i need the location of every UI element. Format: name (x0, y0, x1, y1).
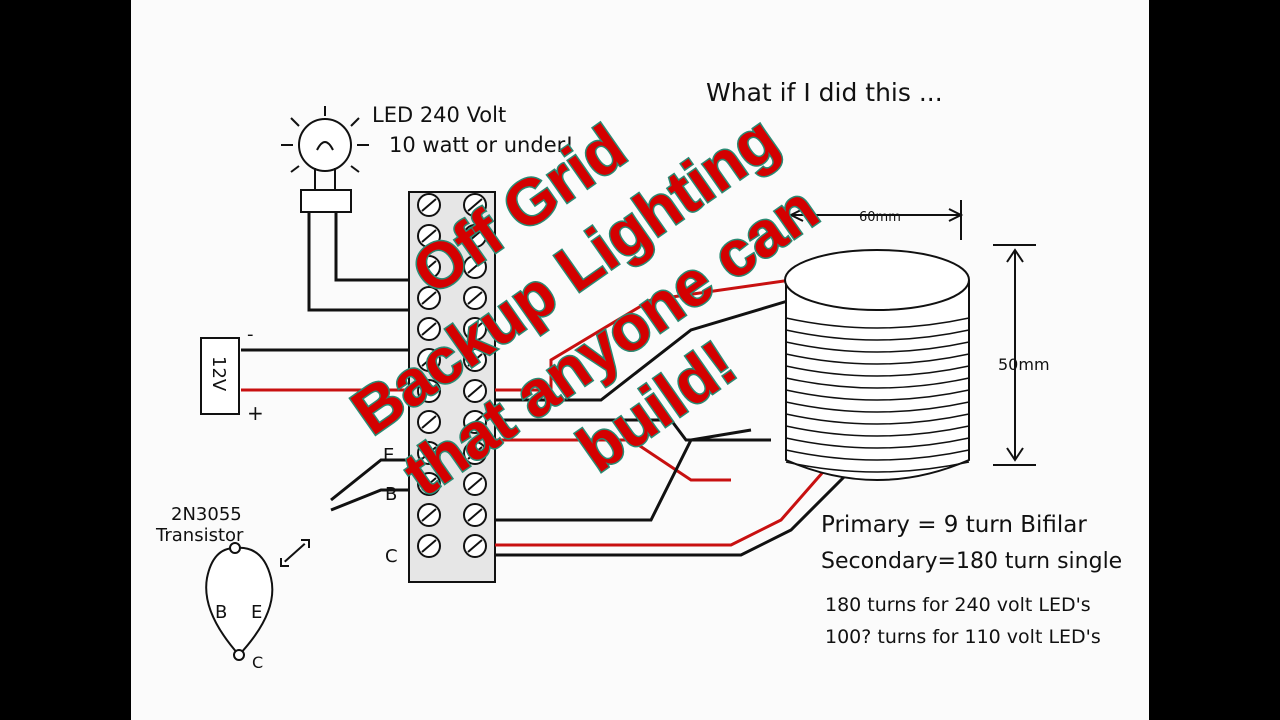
spec-line-2: Secondary=180 turn single (821, 549, 1122, 574)
battery-label: 12V (208, 356, 229, 392)
coil-winding (785, 461, 970, 473)
coil-winding (785, 329, 970, 341)
screw-slot (421, 384, 437, 398)
screw-slot (467, 322, 483, 336)
screw-slot (467, 415, 483, 429)
screw-slot (467, 384, 483, 398)
dimension-lines (788, 200, 1036, 466)
coil-windings (785, 317, 970, 473)
screw-slot (467, 229, 483, 243)
screw-slot (421, 353, 437, 367)
left-letterbox (0, 0, 131, 720)
screw-slot (467, 539, 483, 553)
transistor-model: 2N3055 (171, 504, 242, 525)
battery-positive: + (247, 401, 264, 425)
screw-slot (467, 260, 483, 274)
transistor-type: Transistor (155, 525, 244, 546)
led-spec-2: 10 watt or under! (389, 133, 574, 157)
screw-slot (421, 446, 437, 460)
screw-slot (467, 446, 483, 460)
screw-slot (421, 508, 437, 522)
transistor-pin-e: E (251, 602, 262, 623)
right-letterbox (1149, 0, 1280, 720)
coil-winding (785, 413, 970, 425)
note-top: What if I did this ... (706, 78, 943, 107)
led-spec-1: LED 240 Volt (372, 103, 506, 127)
sketch-svg: 12V - + 2N3055 Transistor B E C E B C Wh… (155, 78, 1122, 672)
screw-slot (421, 415, 437, 429)
screw-slot (467, 198, 483, 212)
bulb-icon (281, 106, 369, 213)
coil-winding (785, 425, 970, 437)
coil-winding (785, 341, 970, 353)
screw-slot (421, 229, 437, 243)
coil-winding (785, 377, 970, 389)
wiring (241, 212, 873, 557)
coil-winding (785, 317, 970, 329)
coil-winding (785, 353, 970, 365)
coil-winding (785, 389, 970, 401)
coil-winding (785, 437, 970, 449)
spec-line-3: 180 turns for 240 volt LED's (825, 594, 1091, 616)
spec-line-1: Primary = 9 turn Bifilar (821, 512, 1087, 538)
transformer-coil (784, 249, 970, 481)
terminal-screws (417, 193, 487, 558)
spec-line-4: 100? turns for 110 volt LED's (825, 626, 1101, 648)
screw-slot (467, 353, 483, 367)
screw-slot (467, 508, 483, 522)
screw-slot (467, 291, 483, 305)
battery-icon (200, 337, 240, 415)
screw-slot (421, 539, 437, 553)
transistor-pin-c: C (252, 653, 263, 672)
dimension-height-label: 50mm (998, 355, 1050, 374)
screw-slot (421, 198, 437, 212)
coil-winding (785, 449, 970, 461)
pin-label-b: B (385, 484, 397, 505)
coil-winding (785, 401, 970, 413)
pin-label-c: C (385, 546, 398, 567)
screw-slot (421, 477, 437, 491)
transistor-pin-b: B (215, 602, 227, 623)
screw-slot (421, 291, 437, 305)
dimension-width-label: 60mm (859, 210, 901, 225)
pin-label-e: E (383, 445, 394, 466)
screw-slot (467, 477, 483, 491)
terminal-block (408, 191, 496, 583)
circuit-sketch: 12V - + 2N3055 Transistor B E C E B C Wh… (131, 0, 1149, 720)
transistor-icon (205, 539, 310, 661)
battery-negative: - (247, 324, 254, 345)
coil-winding (785, 365, 970, 377)
screw-slot (421, 322, 437, 336)
screw-slot (421, 260, 437, 274)
